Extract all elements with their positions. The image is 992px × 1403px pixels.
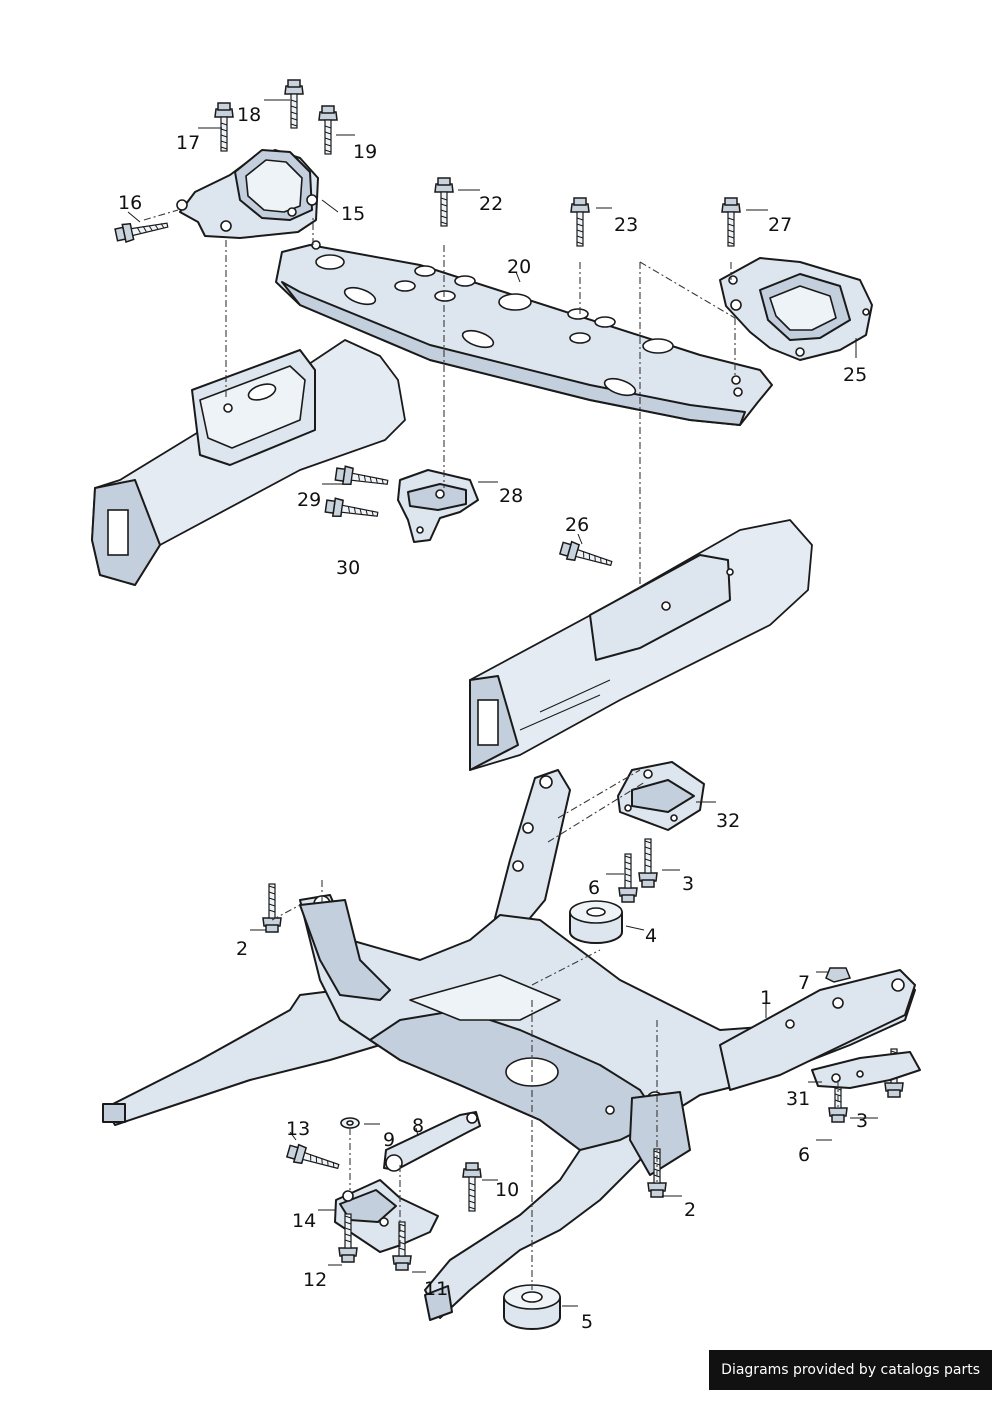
callout-8: 8 (412, 1115, 424, 1137)
callout-3: 3 (682, 873, 694, 895)
bracket-32 (617, 761, 705, 831)
callout-20: 20 (507, 256, 531, 278)
callout-22: 22 (479, 193, 503, 215)
callout-18: 18 (237, 104, 261, 126)
callout-31: 31 (786, 1088, 810, 1110)
bracket-31 (811, 1051, 921, 1089)
callout-13: 13 (286, 1118, 310, 1140)
callout-11: 11 (424, 1278, 448, 1300)
callout-7: 7 (798, 972, 810, 994)
callout-12: 12 (303, 1269, 327, 1291)
callout-19: 19 (353, 141, 377, 163)
callout-26: 26 (565, 514, 589, 536)
callout-10: 10 (495, 1179, 519, 1201)
left-side-member (91, 339, 406, 586)
bushing-5 (503, 1284, 561, 1330)
gearbox-mount (719, 257, 873, 361)
bracket-28 (397, 469, 479, 543)
callout-25: 25 (843, 364, 867, 386)
callout-27: 27 (768, 214, 792, 236)
callout-29: 29 (297, 489, 321, 511)
support-bar (275, 240, 773, 426)
bushing-4 (569, 900, 623, 944)
callout-3: 3 (856, 1110, 868, 1132)
callout-14: 14 (292, 1210, 316, 1232)
subframe (102, 769, 916, 1321)
bracket-14 (334, 1179, 439, 1253)
alignment-lines (143, 209, 839, 1290)
right-side-member (469, 519, 813, 771)
callout-6: 6 (798, 1144, 810, 1166)
callout-4: 4 (645, 925, 657, 947)
callout-2: 2 (684, 1199, 696, 1221)
callout-15: 15 (341, 203, 365, 225)
callout-23: 23 (614, 214, 638, 236)
callout-5: 5 (581, 1311, 593, 1333)
callout-30: 30 (336, 557, 360, 579)
engine-mount-assembly (176, 149, 319, 239)
callout-9: 9 (383, 1129, 395, 1151)
callout-2: 2 (236, 938, 248, 960)
diagram-credit-badge: Diagrams provided by catalogs parts (709, 1350, 992, 1390)
washer-9 (340, 1117, 360, 1129)
leader-lines (127, 99, 878, 1307)
callout-1: 1 (760, 987, 772, 1009)
callout-16: 16 (118, 192, 142, 214)
callout-32: 32 (716, 810, 740, 832)
nut-7 (825, 967, 852, 983)
callout-labels: 1 2 2 3 3 4 5 6 6 7 8 9 10 11 12 13 14 1… (118, 104, 868, 1333)
callout-17: 17 (176, 132, 200, 154)
torque-link-8 (383, 1111, 481, 1172)
callout-28: 28 (499, 485, 523, 507)
callout-6: 6 (588, 877, 600, 899)
